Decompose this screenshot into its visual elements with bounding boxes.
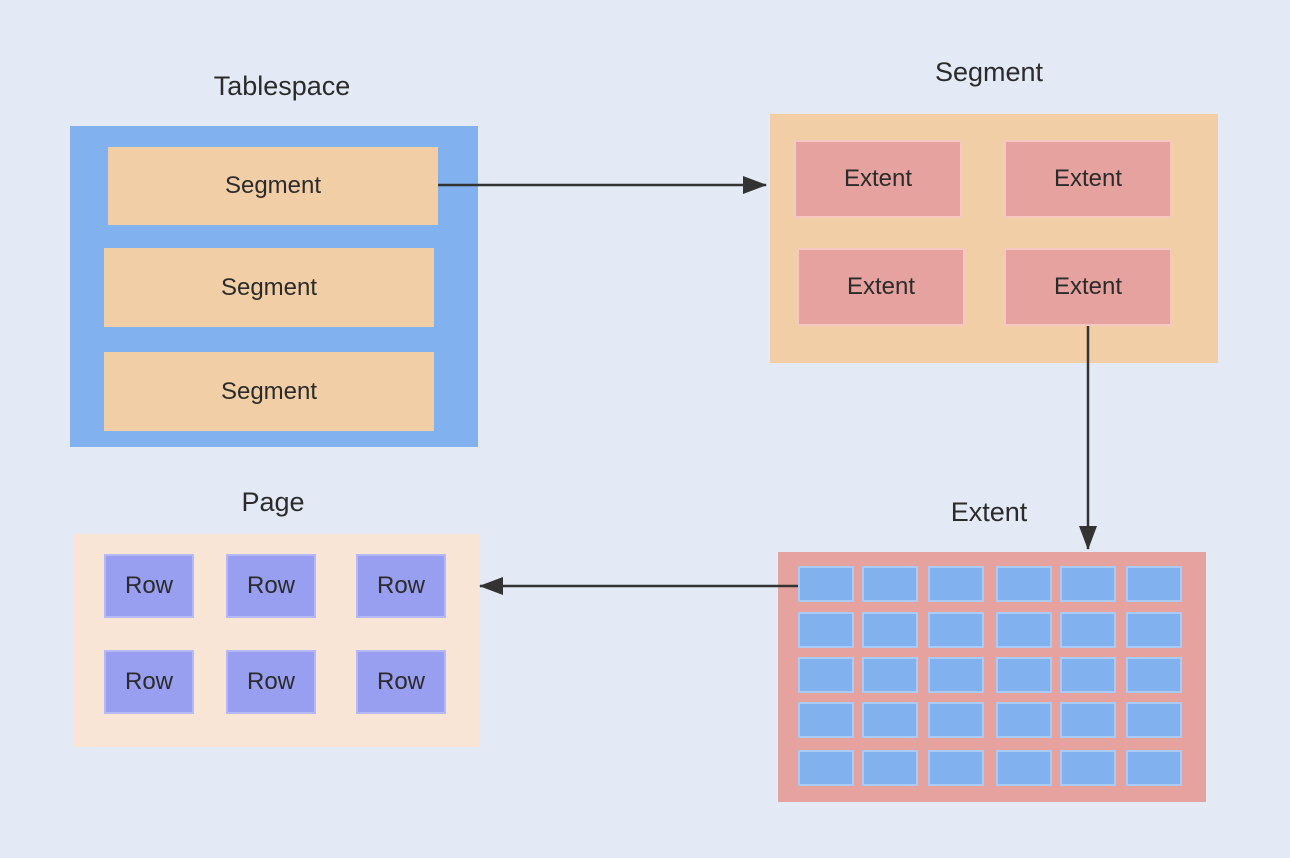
extent-page-cell [1126, 702, 1182, 738]
page-row: Row [104, 554, 194, 618]
extent-page-cell [928, 612, 984, 648]
extent-page-cell [798, 612, 854, 648]
extent-page-cell [996, 750, 1052, 786]
page-title: Page [241, 487, 305, 517]
extent-page-cell [862, 702, 918, 738]
tablespace-segment: Segment [108, 147, 438, 225]
extent-page-cell [928, 566, 984, 602]
extent-page-cell [862, 657, 918, 693]
tablespace-title: Tablespace [213, 71, 351, 101]
extent-page-cell [996, 657, 1052, 693]
page-row: Row [356, 650, 446, 714]
extent-page-cell [928, 657, 984, 693]
segment-extent: Extent [797, 248, 965, 326]
extent-page-cell [928, 702, 984, 738]
extent-title: Extent [950, 497, 1028, 527]
page-row: Row [226, 650, 316, 714]
page-row: Row [226, 554, 316, 618]
extent-page-cell [928, 750, 984, 786]
extent-page-cell [1060, 612, 1116, 648]
extent-page-cell [798, 566, 854, 602]
extent-page-cell [862, 566, 918, 602]
extent-page-cell [996, 612, 1052, 648]
tablespace-segment: Segment [104, 352, 434, 431]
extent-page-cell [862, 750, 918, 786]
extent-page-cell [996, 566, 1052, 602]
segment-extent: Extent [794, 140, 962, 218]
extent-page-cell [798, 750, 854, 786]
segment-extent: Extent [1004, 140, 1172, 218]
tablespace-segment: Segment [104, 248, 434, 327]
page-row: Row [104, 650, 194, 714]
extent-page-cell [996, 702, 1052, 738]
segment-extent: Extent [1004, 248, 1172, 326]
extent-page-cell [1126, 657, 1182, 693]
extent-page-cell [1060, 566, 1116, 602]
extent-page-cell [798, 657, 854, 693]
extent-page-cell [1060, 657, 1116, 693]
extent-page-cell [798, 702, 854, 738]
page-row: Row [356, 554, 446, 618]
extent-page-cell [1060, 702, 1116, 738]
extent-page-cell [1126, 750, 1182, 786]
segment-title: Segment [934, 57, 1044, 87]
extent-page-cell [1126, 612, 1182, 648]
extent-page-cell [862, 612, 918, 648]
extent-page-cell [1126, 566, 1182, 602]
extent-page-cell [1060, 750, 1116, 786]
